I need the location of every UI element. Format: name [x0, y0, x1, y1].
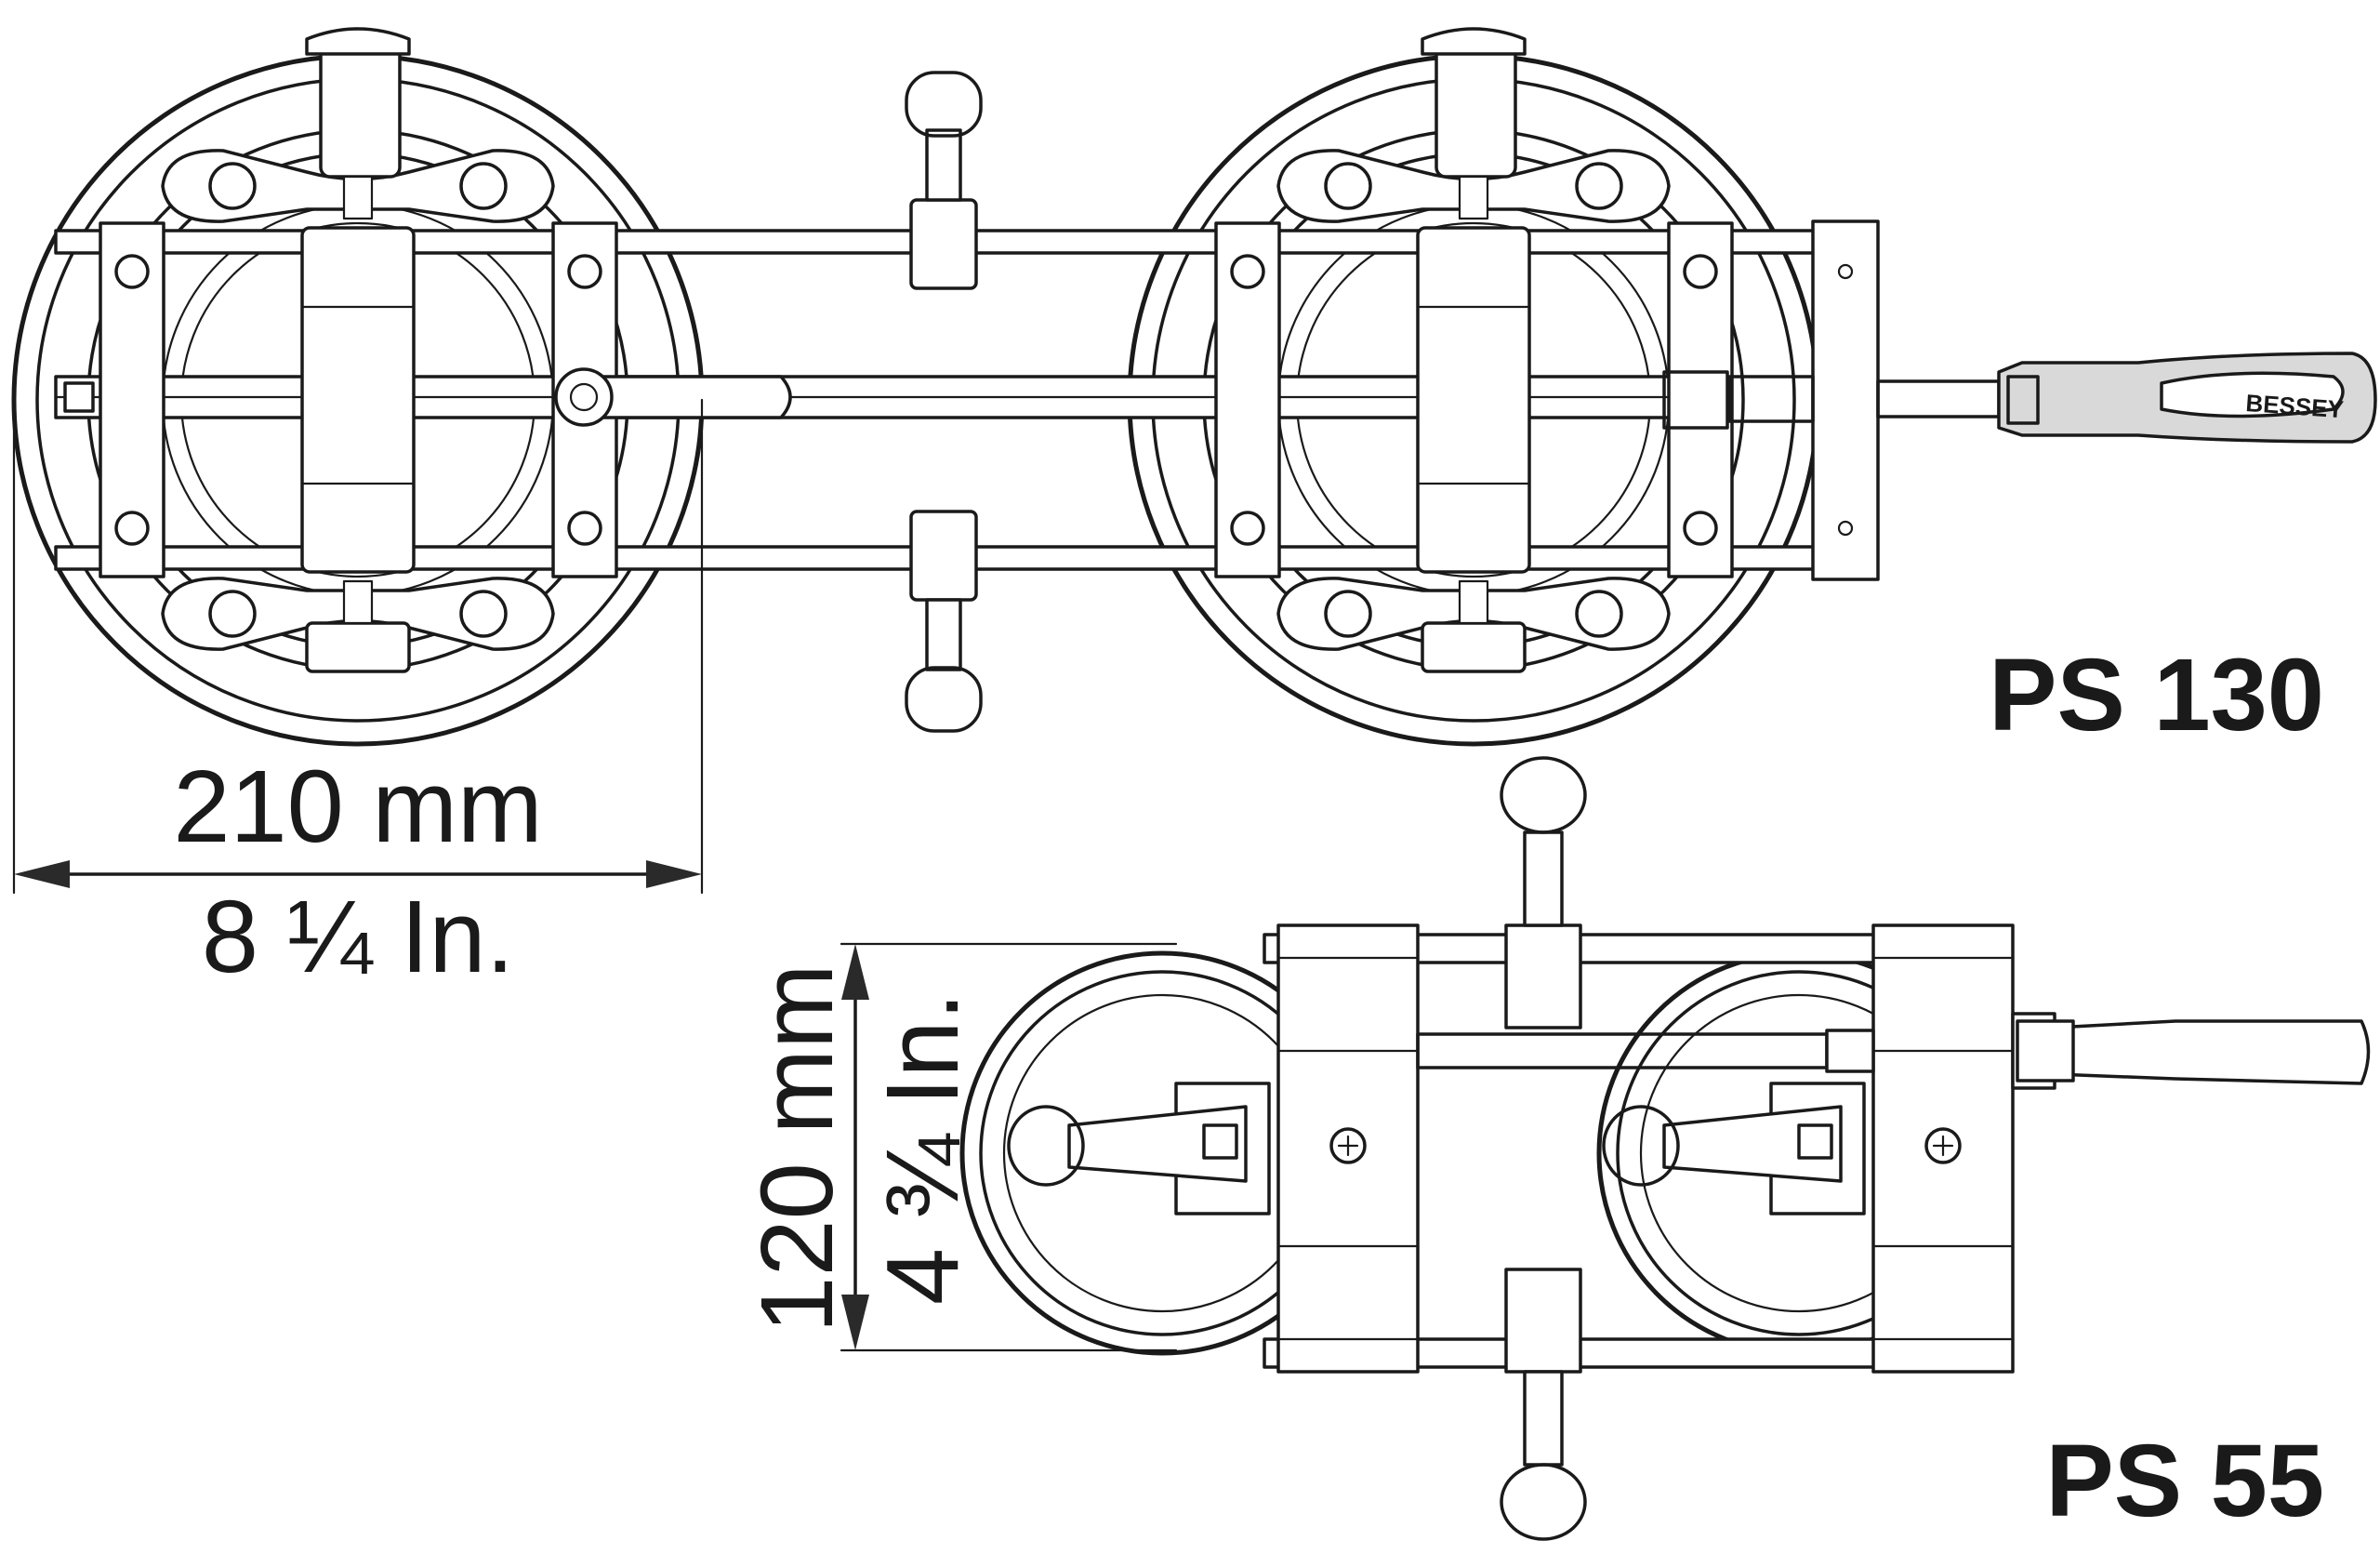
width-imperial-label: 8 ¼ In. — [202, 880, 514, 994]
width-dimension: 210 mm 8 ¼ In. — [12, 398, 704, 994]
ps55-spindle-handle — [1416, 1012, 2371, 1090]
ps130-release-lever — [554, 367, 792, 427]
ps55-model-label: PS 55 — [2045, 1424, 2324, 1538]
ps55-center-clips — [1500, 756, 1587, 1541]
ps130-mounting-blocks — [63, 221, 1734, 578]
ps55-lever-latches — [1007, 1082, 1866, 1215]
height-dimension: 120 mm 4 ¾ In. — [740, 942, 1178, 1352]
height-metric-label: 120 mm — [740, 963, 854, 1333]
ps130-clamp: BESSEY — [11, 27, 2377, 747]
ps55-clamp — [959, 756, 2371, 1541]
ps130-brand-label: BESSEY — [2245, 389, 2345, 423]
ps130-right-lever-arms — [1276, 27, 1671, 673]
ps130-center-clips — [905, 71, 983, 733]
height-imperial-label: 4 ¾ In. — [866, 992, 980, 1305]
width-metric-label: 210 mm — [173, 750, 542, 864]
ps130-left-lever-arms — [161, 27, 555, 673]
ps130-model-label: PS 130 — [1989, 638, 2324, 752]
ps130-spindle-handle: BESSEY — [1662, 219, 2377, 581]
ps55-clamp-blocks — [1276, 923, 2015, 1374]
